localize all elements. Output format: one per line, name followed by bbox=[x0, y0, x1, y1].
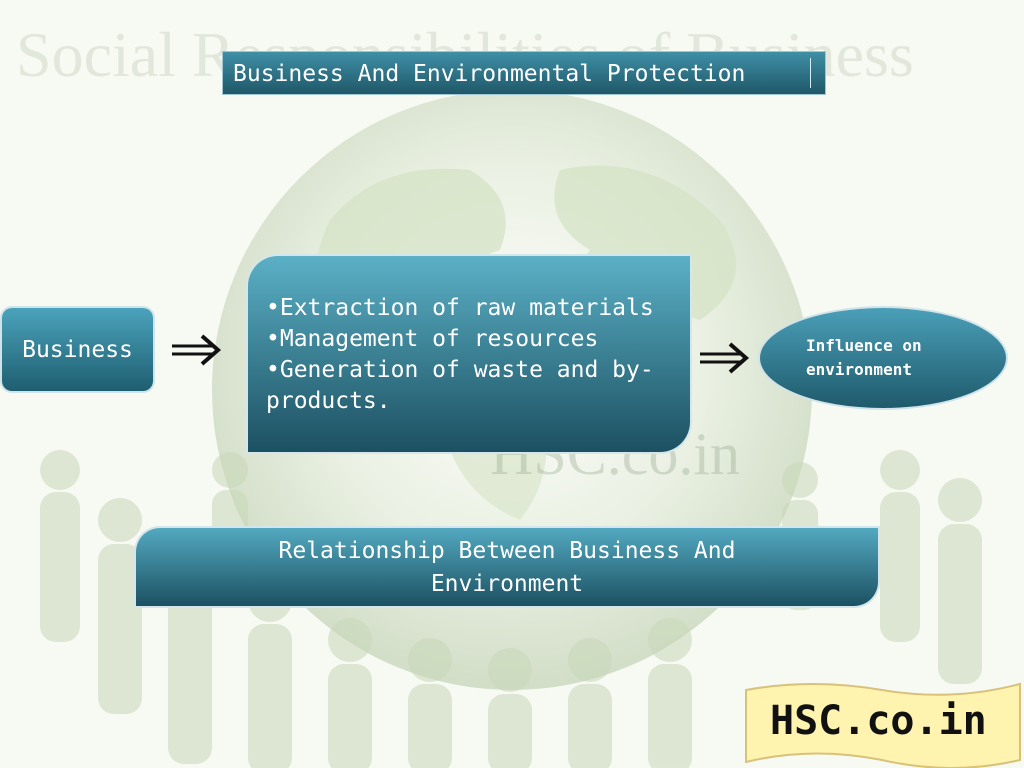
business-activities-box: •Extraction of raw materials •Management… bbox=[248, 256, 690, 452]
site-logo[interactable]: HSC.co.in bbox=[770, 698, 987, 744]
arrow-right-icon bbox=[700, 342, 750, 374]
logo-scroll-shape bbox=[745, 682, 1021, 768]
relationship-banner-text: Relationship Between Business And Enviro… bbox=[278, 538, 736, 597]
slide-title-text: Business And Environmental Protection bbox=[233, 61, 746, 87]
activity-item: •Extraction of raw materials bbox=[266, 295, 654, 321]
text-cursor bbox=[810, 58, 811, 88]
slide-title: Business And Environmental Protection bbox=[222, 51, 826, 95]
arrow-right-icon bbox=[172, 334, 222, 366]
relationship-banner: Relationship Between Business And Enviro… bbox=[136, 528, 878, 606]
activity-item: •Management of resources bbox=[266, 326, 599, 352]
influence-line-2: environment bbox=[806, 360, 912, 379]
activity-item: •Generation of waste and by-products. bbox=[266, 357, 654, 414]
influence-line-1: Influence on bbox=[806, 336, 922, 355]
influence-ellipse: Influence on environment bbox=[760, 308, 1006, 408]
business-box: Business bbox=[2, 308, 153, 391]
business-label: Business bbox=[22, 336, 133, 363]
